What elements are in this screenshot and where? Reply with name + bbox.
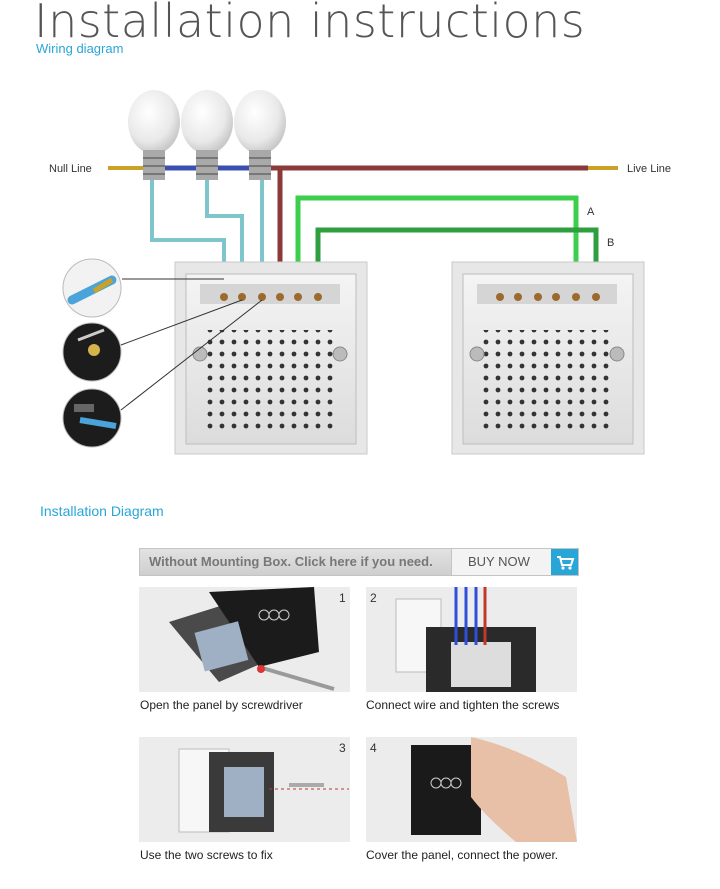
buy-now-label: BUY NOW <box>468 554 530 569</box>
wire-insert-detail <box>62 388 122 448</box>
step-2-image: 2 <box>366 587 577 692</box>
step-3-caption: Use the two screws to fix <box>140 848 273 862</box>
wiring-diagram: Null Line Live Line A B <box>49 90 671 455</box>
buy-now-button[interactable]: BUY NOW <box>451 549 552 575</box>
step-4-image: 4 <box>366 737 577 842</box>
step-number: 1 <box>339 591 346 605</box>
traveler-wire-a <box>295 195 579 295</box>
step-number: 4 <box>370 741 377 755</box>
step-1-image: 1 <box>139 587 350 692</box>
null-line-label: Null Line <box>49 163 92 175</box>
cart-icon[interactable] <box>551 549 578 575</box>
live-line-label: Live Line <box>627 163 671 175</box>
mounting-box-banner[interactable]: Without Mounting Box. Click here if you … <box>139 548 579 576</box>
step-number: 2 <box>370 591 377 605</box>
banner-text[interactable]: Without Mounting Box. Click here if you … <box>149 554 433 569</box>
screw-terminal-detail <box>62 322 122 382</box>
wire-a-label: A <box>587 206 595 218</box>
installation-diagram-heading: Installation Diagram <box>40 503 164 519</box>
step-1-caption: Open the panel by screwdriver <box>140 698 303 712</box>
step-2-caption: Connect wire and tighten the screws <box>366 698 560 712</box>
callout-lines <box>120 278 263 411</box>
step-4-caption: Cover the panel, connect the power. <box>366 848 559 862</box>
step-number: 3 <box>339 741 346 755</box>
wire-strip-detail <box>62 258 122 318</box>
wire-b-label: B <box>607 237 614 249</box>
switch-panel-left <box>174 261 368 455</box>
wiring-diagram-heading: Wiring diagram <box>36 41 124 56</box>
light-bulb <box>234 90 286 180</box>
light-bulb <box>181 90 233 180</box>
step-3-image: 3 <box>139 737 350 842</box>
light-bulb <box>128 90 180 180</box>
switch-panel-right <box>451 261 645 455</box>
page-title: Installation instructions <box>34 0 586 48</box>
